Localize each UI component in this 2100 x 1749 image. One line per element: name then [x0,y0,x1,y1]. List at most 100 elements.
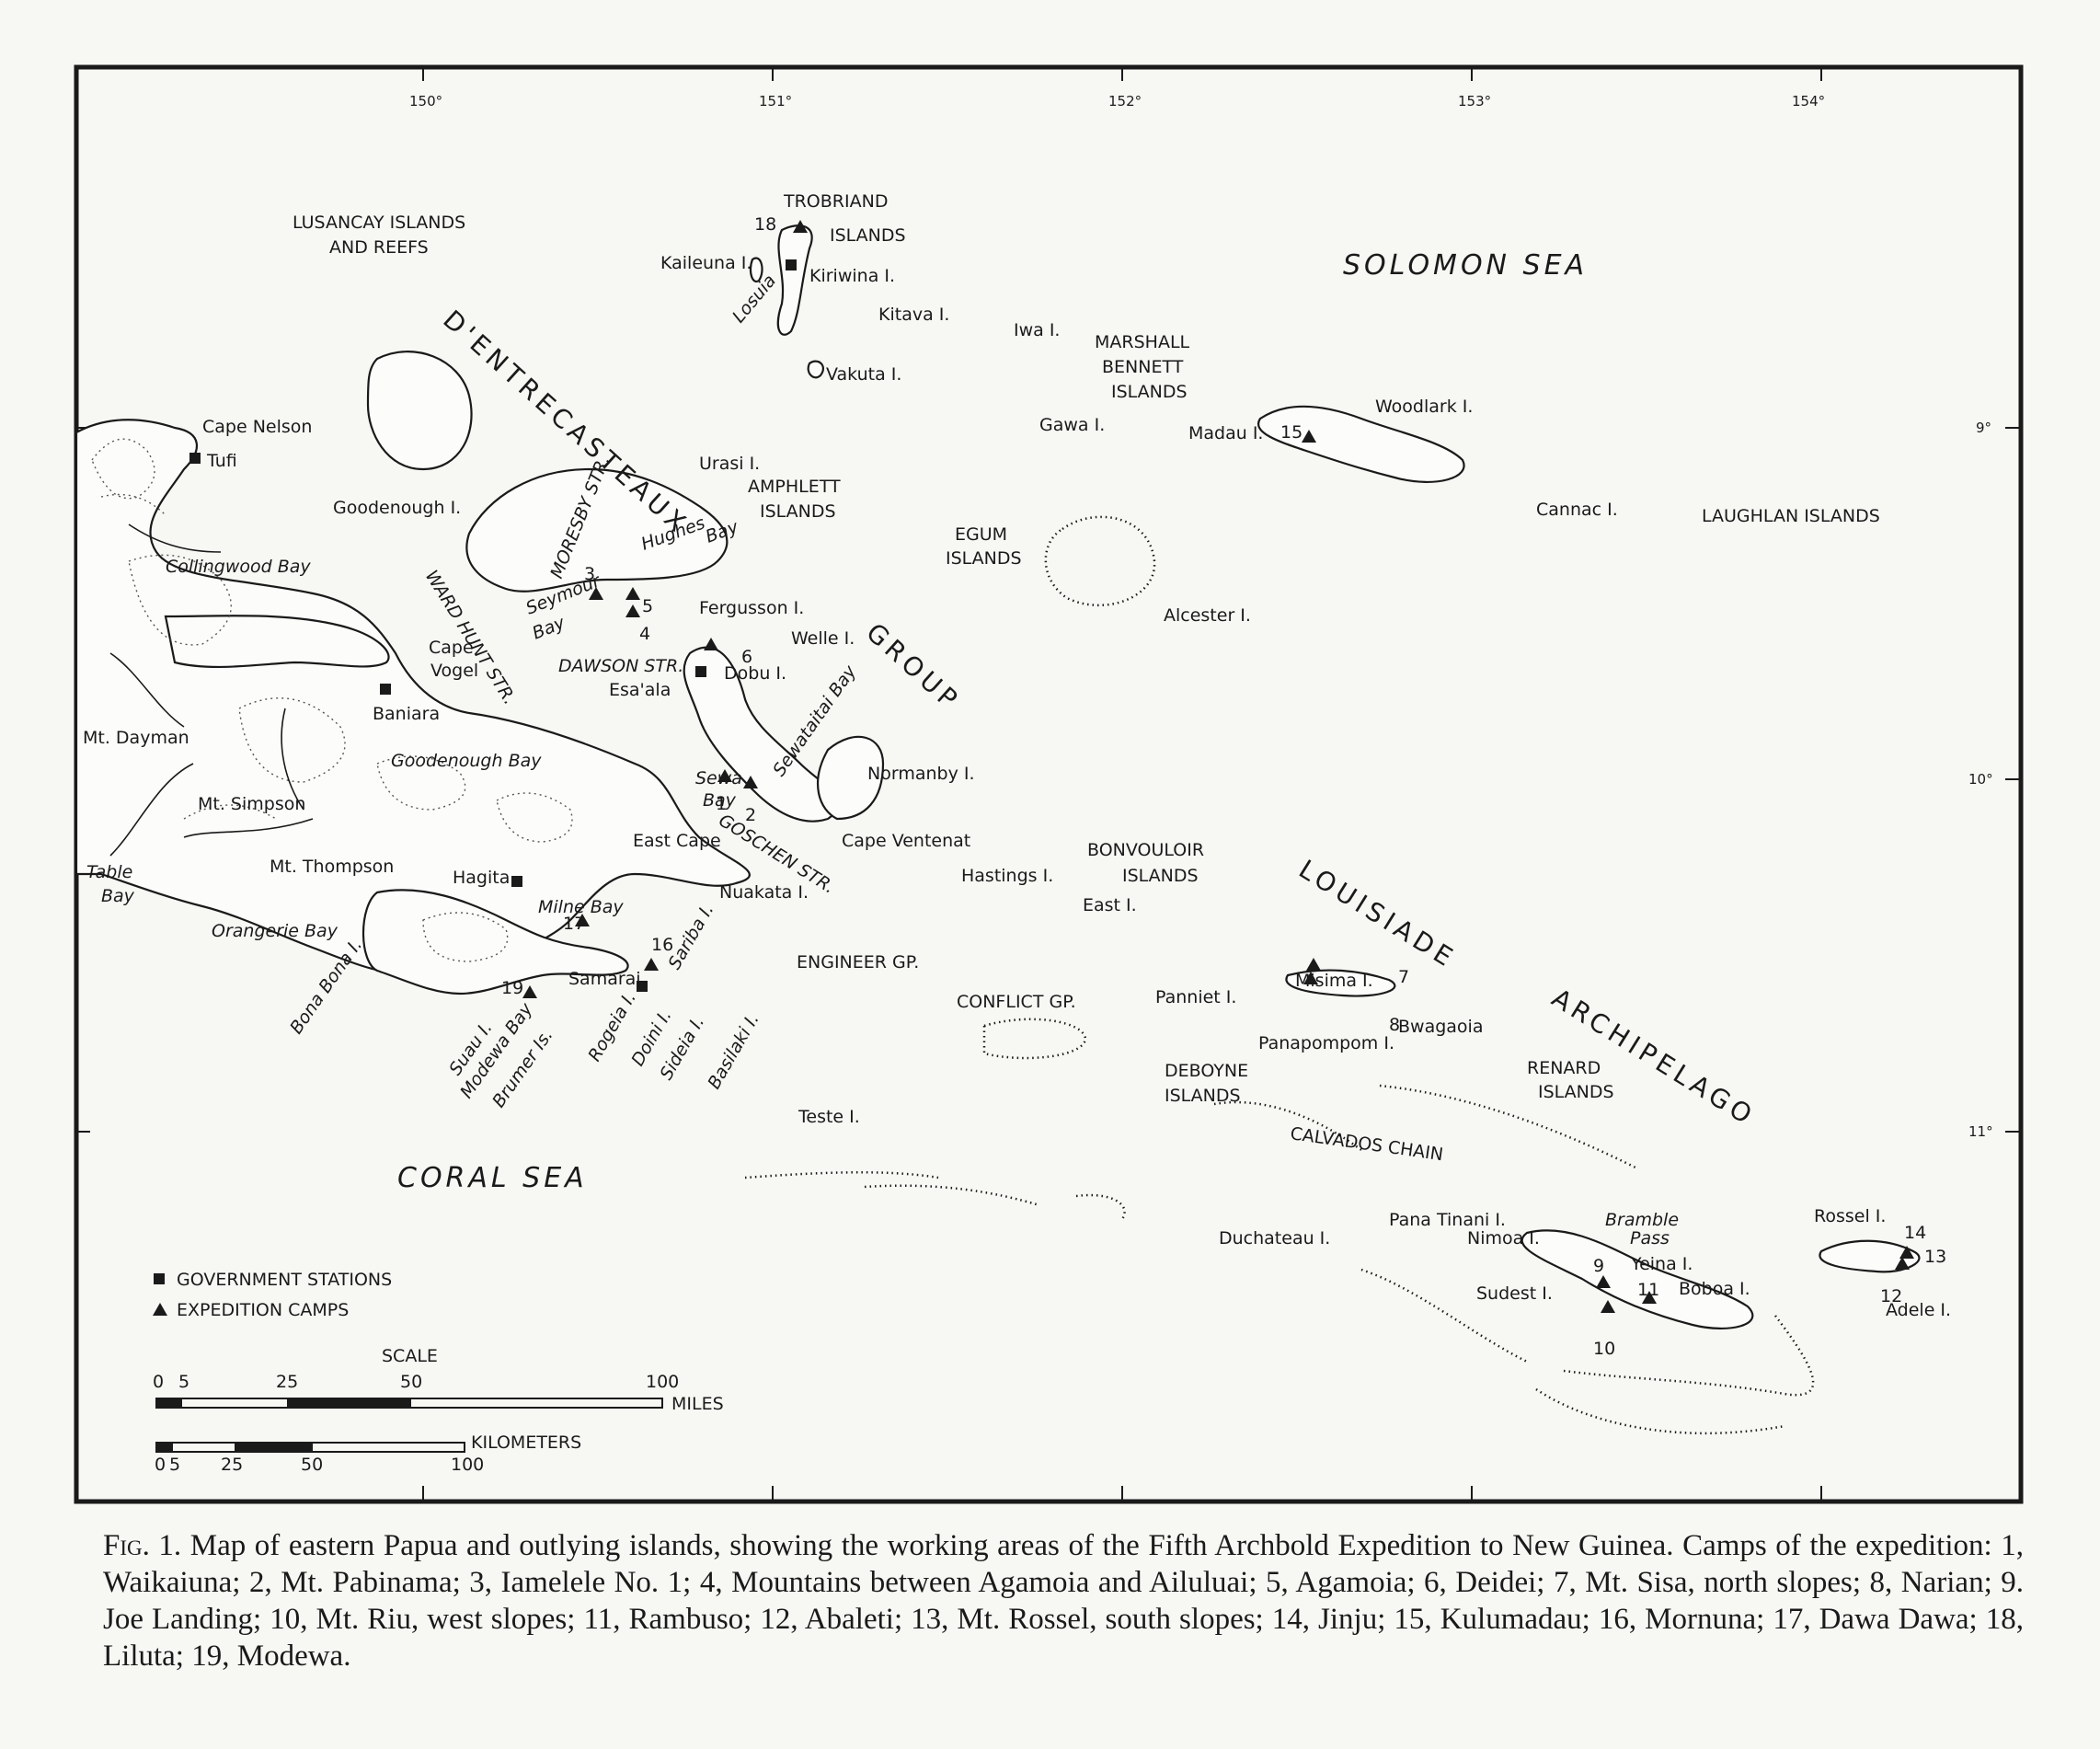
miles-tick-50: 50 [400,1372,422,1392]
label-kaileuna: Kaileuna I. [660,253,752,273]
label-alcester: Alcester I. [1164,605,1251,626]
label-vakuta: Vakuta I. [826,364,901,385]
label-amphlett-2: ISLANDS [760,501,836,522]
camp-19: 19 [501,978,523,998]
label-trobriand-1: TROBRIAND [783,191,888,212]
rivers [109,524,314,857]
label-deboyne-2: ISLANDS [1165,1086,1241,1106]
vakuta-island [807,360,824,379]
camp-5: 5 [642,596,653,616]
label-teste: Teste I. [798,1107,860,1127]
label-marshall-3: ISLANDS [1111,382,1188,402]
label-table-2: Bay [101,886,135,906]
label-collingwood: Collingwood Bay [166,557,311,577]
label-east-i: East I. [1083,895,1137,915]
mountain-hatching [91,438,573,962]
label-sewa-1: Sewa [695,768,742,788]
label-adele: Adele I. [1886,1300,1951,1320]
label-cape-vogel-1: Cape [429,638,474,658]
label-panapompom: Panapompom I. [1258,1033,1394,1053]
kiriwina-island [776,224,813,336]
label-calvados: CALVADOS CHAIN [1289,1123,1444,1165]
camp-10: 10 [1593,1339,1615,1359]
tick-lon-150: 150° [409,93,442,109]
label-gawa: Gawa I. [1039,415,1105,435]
km-unit: KILOMETERS [471,1433,581,1453]
label-seymour-2: Bay [530,612,568,643]
camp-2: 2 [745,805,756,825]
figure-caption-text: Map of eastern Papua and outlying island… [103,1529,2024,1673]
km-tick-50: 50 [301,1455,323,1475]
group-label: GROUP [860,617,966,718]
label-bwagaoia: Bwagaoia [1398,1017,1483,1037]
camp-9: 9 [1593,1256,1604,1276]
camp-6: 6 [741,647,752,667]
label-esaala: Esa'ala [609,680,671,700]
label-cape-nelson: Cape Nelson [202,417,312,437]
label-renard-1: RENARD [1527,1058,1601,1078]
label-bramble-2: Pass [1630,1228,1670,1248]
woodlark-island [1257,405,1465,484]
label-kitava: Kitava I. [878,305,949,325]
label-hagita: Hagita [453,868,510,888]
miles-unit: MILES [671,1394,724,1414]
label-yeina: Yeina I. [1630,1254,1693,1274]
camp-18: 18 [754,214,776,235]
camp-17: 17 [563,914,585,934]
label-dobu: Dobu I. [724,663,786,684]
label-hastings: Hastings I. [961,866,1053,886]
government-station-markers [189,259,797,992]
label-nimoa: Nimoa I. [1467,1228,1540,1248]
label-cape-vogel-2: Vogel [430,661,478,681]
goodenough-island [366,351,473,471]
solomon-sea-label: SOLOMON SEA [1343,249,1588,282]
tick-lat-9: 9° [1976,420,1991,436]
label-marshall-1: MARSHALL [1095,332,1190,352]
coral-sea-label: CORAL SEA [397,1162,588,1194]
camp-15: 15 [1280,422,1302,443]
label-dawson-str: DAWSON STR. [558,656,683,676]
tick-lon-151: 151° [759,93,792,109]
label-kiriwina: Kiriwina I. [809,266,895,286]
camp-7: 7 [1398,967,1409,987]
camp-numbers: 1 2 3 4 5 6 7 8 9 10 11 12 13 14 15 16 1… [501,214,1946,1359]
km-tick-0: 0 [155,1455,166,1475]
label-bonvouloir-1: BONVOULOIR [1087,840,1204,860]
figure-caption: Fig. 1. Map of eastern Papua and outlyin… [103,1527,2024,1674]
label-renard-2: ISLANDS [1538,1082,1614,1102]
label-woodlark: Woodlark I. [1375,397,1473,417]
kaileuna-island [749,257,763,283]
tick-lon-152: 152° [1108,93,1142,109]
km-tick-100: 100 [451,1455,484,1475]
scale-title: SCALE [382,1346,438,1366]
label-conflict: CONFLICT GP. [957,992,1076,1012]
label-goodenough-bay: Goodenough Bay [391,751,542,771]
label-sudest: Sudest I. [1476,1283,1553,1304]
km-tick-25: 25 [221,1455,243,1475]
tick-lon-154: 154° [1792,93,1825,109]
label-laughlan: LAUGHLAN ISLANDS [1702,506,1880,526]
label-cape-ventenat: Cape Ventenat [842,831,970,851]
label-misima: Misima I. [1295,971,1373,991]
label-engineer: ENGINEER GP. [797,952,919,972]
label-bramble-1: Bramble [1605,1210,1679,1230]
label-urasi: Urasi I. [699,454,760,474]
miles-tick-0: 0 [153,1372,164,1392]
label-welle: Welle I. [791,628,855,649]
label-lusancay-1: LUSANCAY ISLANDS [293,213,465,233]
map-frame: 150° 151° 152° 153° 154° 9° 10° 11° [74,64,2024,1504]
expedition-camp-symbol [153,1303,167,1316]
mainland-papua [75,419,751,977]
tick-lat-11: 11° [1968,1123,1993,1140]
label-normanby: Normanby I. [867,764,975,784]
label-bonvouloir-2: ISLANDS [1122,866,1199,886]
label-amphlett-1: AMPHLETT [748,477,841,497]
label-milne: Milne Bay [538,897,624,917]
label-mt-dayman: Mt. Dayman [83,728,189,748]
label-mt-simpson: Mt. Simpson [198,794,305,814]
south-east-peninsula [362,889,629,995]
camp-12: 12 [1880,1286,1902,1306]
camp-3: 3 [584,564,595,584]
km-tick-5: 5 [169,1455,180,1475]
label-madau: Madau I. [1188,423,1263,443]
